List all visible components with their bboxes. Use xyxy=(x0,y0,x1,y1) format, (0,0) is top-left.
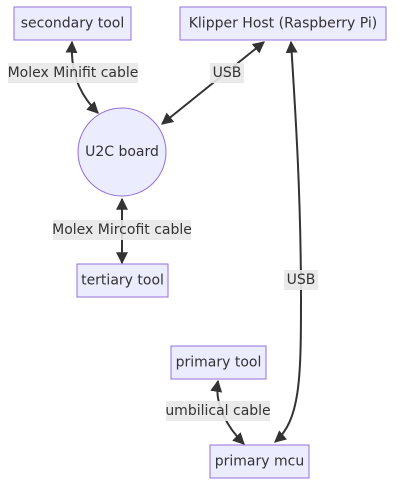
edge-label-text: Molex Minifit cable xyxy=(8,65,139,81)
edge-label-usb-upper: USB xyxy=(210,63,244,83)
node-primary-tool[interactable]: primary tool xyxy=(170,345,267,380)
edge-label-molex-mircofit: Molex Mircofit cable xyxy=(52,220,192,240)
node-label: tertiary tool xyxy=(81,273,164,289)
edge-label-text: umbilical cable xyxy=(165,403,270,419)
node-label: primary mcu xyxy=(215,454,304,470)
node-tertiary-tool[interactable]: tertiary tool xyxy=(76,263,169,298)
edge-label-molex-minifit: Molex Minifit cable xyxy=(8,63,139,83)
node-klipper-host[interactable]: Klipper Host (Raspberry Pi) xyxy=(179,6,387,41)
node-u2c-board[interactable]: U2C board xyxy=(77,107,167,197)
edge-secondary-to-u2c xyxy=(65,40,99,114)
node-label: primary tool xyxy=(176,355,262,371)
edge-label-text: USB xyxy=(213,65,242,81)
node-primary-mcu[interactable]: primary mcu xyxy=(209,444,310,479)
edge-klipper-to-primary-mcu xyxy=(274,40,303,443)
edge-label-text: Molex Mircofit cable xyxy=(52,222,192,238)
edge-label-usb-lower: USB xyxy=(284,270,318,290)
node-label: U2C board xyxy=(85,144,159,160)
node-label: secondary tool xyxy=(21,16,125,32)
node-secondary-tool[interactable]: secondary tool xyxy=(13,6,132,41)
edge-label-umbilical: umbilical cable xyxy=(165,401,271,421)
edge-label-text: USB xyxy=(287,272,316,288)
node-label: Klipper Host (Raspberry Pi) xyxy=(189,16,378,32)
